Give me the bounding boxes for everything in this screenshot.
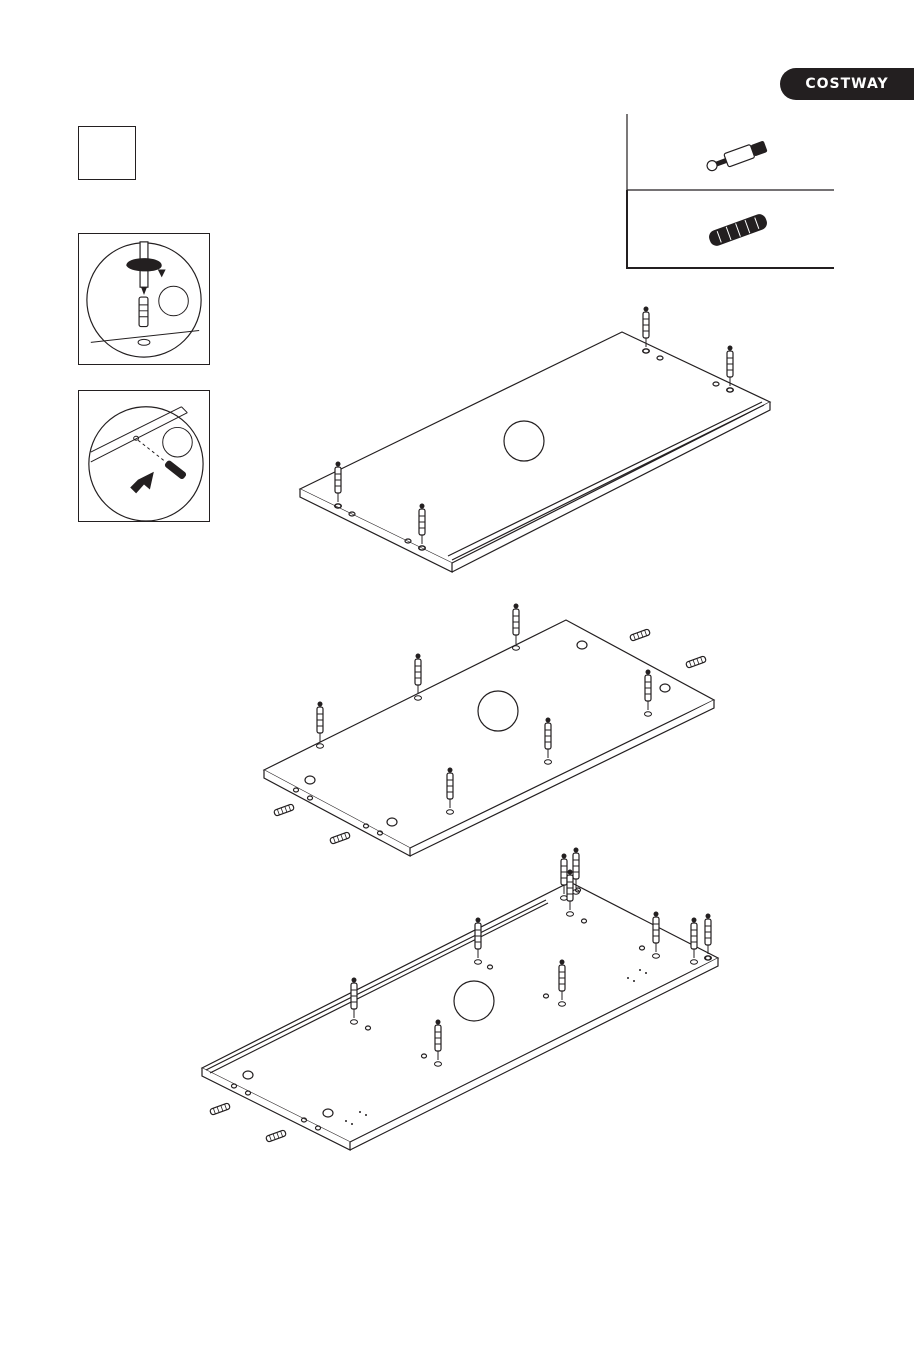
step-number-box — [78, 126, 136, 180]
cam-bolts-board-top — [335, 307, 734, 551]
detail-inset-dowel — [78, 390, 210, 522]
brand-logo: COSTWAY — [780, 68, 914, 100]
cam-bolts-board-middle — [317, 604, 652, 815]
dots-board-bottom — [345, 969, 647, 1125]
cam-bolt-icon — [705, 140, 768, 174]
parts-list — [626, 114, 836, 270]
wooden-dowel-icon — [707, 212, 769, 248]
board-top — [300, 332, 770, 572]
board-bottom — [202, 882, 718, 1150]
detail-inset-screw — [78, 233, 210, 365]
dowels-board-bottom — [210, 1103, 287, 1142]
dowels-board-middle — [274, 629, 707, 844]
board-middle — [264, 620, 714, 856]
cam-bolts-board-bottom — [351, 848, 712, 1067]
brand-label: COSTWAY — [805, 76, 888, 92]
screwdriver-icon — [79, 234, 209, 364]
dowel-insert-icon — [79, 391, 209, 521]
